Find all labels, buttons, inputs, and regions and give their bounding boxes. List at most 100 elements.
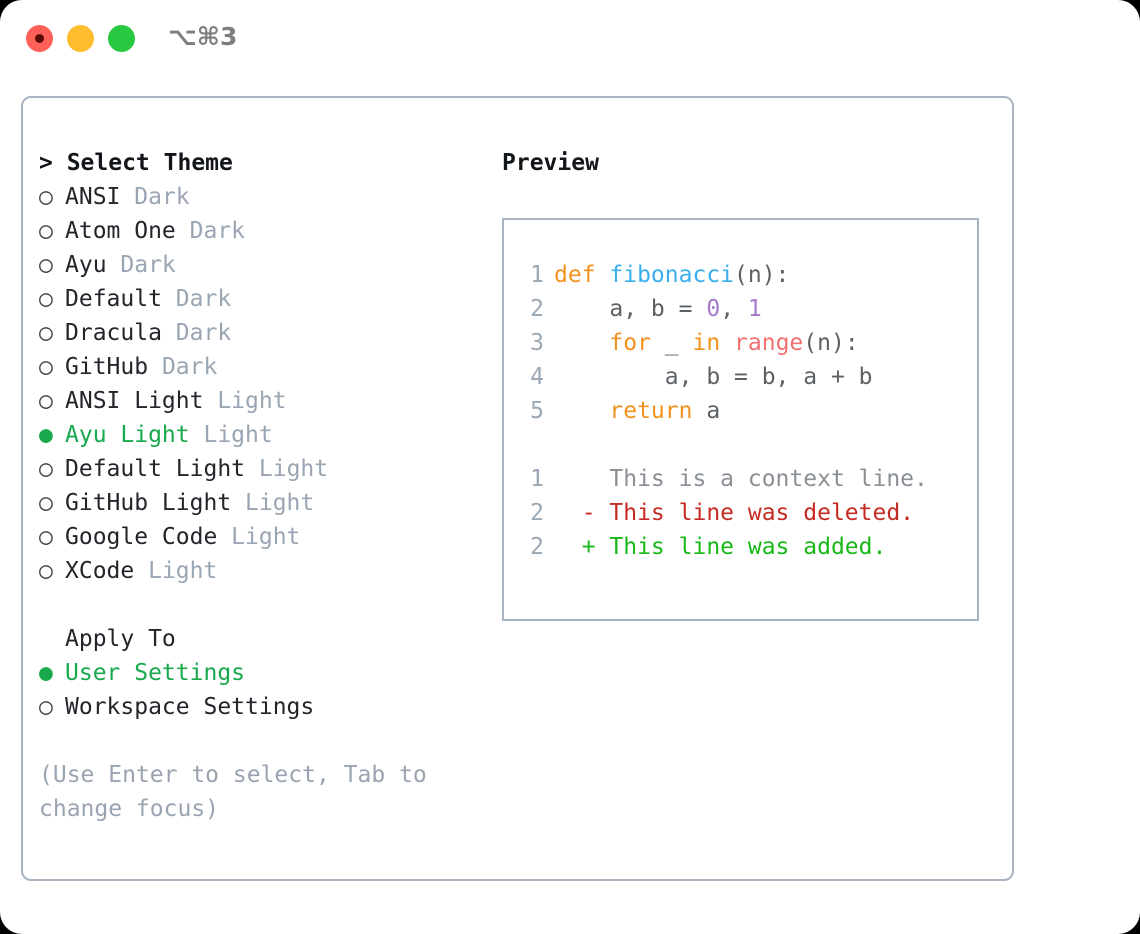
line-number: 1 (530, 262, 544, 288)
line-number: 2 (530, 500, 544, 526)
code-line: 4 a, b = b, a + b (522, 360, 971, 394)
close-button-icon[interactable] (26, 25, 53, 52)
keyboard-shortcut-label: ⌥⌘3 (168, 22, 238, 51)
radio-selected-icon: ● (39, 660, 53, 686)
theme-list-item[interactable]: ○Google Code Light (39, 520, 479, 554)
diff-line: 1 This is a context line. (522, 462, 971, 496)
code-token: a (692, 398, 721, 424)
theme-list-item[interactable]: ○GitHub Light Light (39, 486, 479, 520)
hint-spacer (39, 724, 479, 758)
code-token: a, b = b, a + b (554, 364, 873, 390)
code-token (554, 330, 609, 356)
line-number: 5 (530, 398, 544, 424)
theme-name-label: GitHub Light (65, 490, 246, 516)
theme-name-label: Ayu Light (65, 422, 204, 448)
theme-list-item[interactable]: ○ ANSI Dark (39, 180, 479, 214)
diff-marker: - (554, 500, 596, 526)
theme-list-item[interactable]: ○Default Dark (39, 282, 479, 316)
code-token: , (720, 296, 748, 322)
radio-unselected-icon: ○ (39, 694, 53, 720)
radio-unselected-icon: ○ (39, 218, 53, 244)
theme-variant-label: Light (148, 558, 218, 584)
diff-text: This line was added. (595, 534, 887, 560)
theme-variant-label: Dark (120, 252, 176, 278)
line-number: 4 (530, 364, 544, 390)
code-diff-separator (522, 428, 971, 462)
theme-list-item[interactable]: ○Atom One Dark (39, 214, 479, 248)
theme-list-heading: > Select Theme (39, 150, 233, 176)
theme-variant-label: Light (203, 422, 273, 448)
maximize-button-icon[interactable] (108, 25, 135, 52)
line-number: 2 (530, 534, 544, 560)
radio-unselected-icon: ○ (39, 320, 53, 346)
apply-to-option[interactable]: ● User Settings (39, 656, 479, 690)
radio-unselected-icon: ○ (39, 558, 53, 584)
diff-block: 1 This is a context line.2 - This line w… (522, 462, 971, 564)
theme-name-label: Atom One (65, 218, 190, 244)
theme-name-label: XCode (65, 558, 149, 584)
list-spacer (39, 588, 479, 622)
theme-list-item[interactable]: ○ Dracula Dark (39, 316, 479, 350)
theme-variant-label: Light (258, 456, 329, 482)
code-token: (n): (803, 330, 859, 356)
theme-variant-label: Dark (161, 354, 218, 380)
apply-to-option[interactable]: ○ Workspace Settings (39, 690, 479, 724)
radio-unselected-icon: ○ (39, 184, 53, 210)
radio-unselected-icon: ○ (39, 524, 53, 550)
diff-marker: + (554, 534, 596, 560)
keyboard-hint-text: (Use Enter to select, Tab to change focu… (39, 762, 441, 822)
theme-selector-column: > Select Theme ○ANSI Dark○Atom One Dark○… (39, 146, 479, 826)
radio-unselected-icon: ○ (39, 456, 53, 482)
diff-text: This is a context line. (595, 466, 928, 492)
theme-variant-label: Light (231, 524, 301, 550)
theme-name-label: Dracula (65, 320, 176, 346)
code-token: def (554, 262, 610, 288)
code-token: for (609, 330, 651, 356)
main-panel: > Select Theme ○ANSI Dark○Atom One Dark○… (21, 96, 1014, 881)
apply-to-option-label: User Settings (65, 660, 246, 686)
theme-list-item[interactable]: ○ Default Light Light (39, 452, 479, 486)
theme-list-item[interactable]: ○Ayu Dark (39, 248, 479, 282)
code-line: 2 a, b = 0, 1 (522, 292, 971, 326)
radio-unselected-icon: ○ (39, 354, 53, 380)
diff-line: 2 - This line was deleted. (522, 496, 971, 530)
minimize-button-icon[interactable] (67, 25, 94, 52)
theme-list-item[interactable]: ○ANSI Light Light (39, 384, 479, 418)
radio-unselected-icon: ○ (39, 388, 53, 414)
code-token (554, 398, 609, 424)
recording-indicator-icon (35, 34, 44, 43)
code-line: 3 for _ in range(n): (522, 326, 971, 360)
theme-name-label: Default Light (65, 456, 259, 482)
theme-name-label: ANSI (65, 184, 135, 210)
theme-name-label: ANSI Light (65, 388, 218, 414)
diff-marker (554, 466, 596, 492)
preview-title: Preview (502, 150, 599, 176)
code-token: return (609, 398, 693, 424)
theme-variant-label: Dark (175, 320, 232, 346)
theme-list-item[interactable]: ●Ayu Light Light (39, 418, 479, 452)
theme-list-item[interactable]: ○GitHub Dark (39, 350, 479, 384)
radio-unselected-icon: ○ (39, 252, 53, 278)
theme-variant-label: Light (245, 490, 315, 516)
apply-to-list[interactable]: ● User Settings ○ Workspace Settings (39, 656, 479, 724)
apply-to-option-label: Workspace Settings (65, 694, 315, 720)
diff-text: This line was deleted. (595, 500, 915, 526)
code-token (720, 330, 734, 356)
code-token: (n): (734, 262, 790, 288)
line-number: 3 (530, 330, 544, 356)
line-number: 2 (530, 296, 544, 322)
theme-variant-label: Dark (134, 184, 190, 210)
window-controls (26, 25, 135, 52)
theme-list[interactable]: ○ANSI Dark○Atom One Dark○Ayu Dark○Defaul… (39, 180, 479, 588)
apply-to-label: Apply To (65, 626, 176, 652)
code-token: 0 (706, 296, 721, 322)
radio-unselected-icon: ○ (39, 286, 53, 312)
code-token: a, b = (554, 296, 707, 322)
code-token: _ (650, 330, 693, 356)
theme-list-item[interactable]: ○ XCode Light (39, 554, 479, 588)
